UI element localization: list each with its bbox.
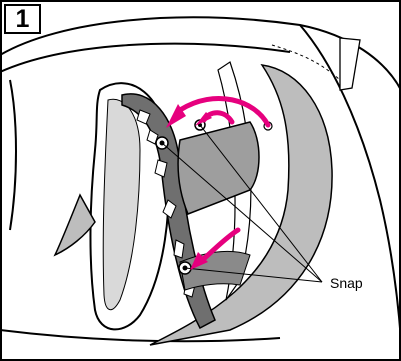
step-number-badge: 1: [4, 4, 41, 34]
snap-callout-label: Snap: [330, 275, 363, 291]
